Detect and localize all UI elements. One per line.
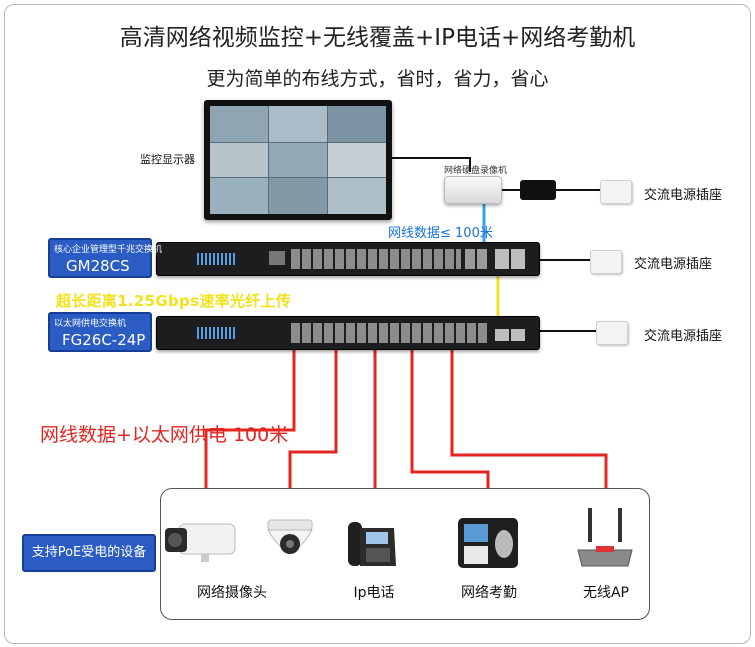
monitor-display-icon	[204, 100, 392, 220]
outlet-label-1: 交流电源插座	[644, 188, 723, 203]
poe-switch-icon	[156, 316, 540, 350]
poe-switch-caption: 以太网供电交换机	[54, 319, 127, 329]
dome-camera-icon	[267, 519, 313, 554]
poe-devices-badge: 支持PoE受电的设备	[22, 534, 156, 572]
core-switch-badge: 核心企业管理型千兆交换机 GM28CS	[48, 238, 162, 278]
device-label-camera: 网络摄像头	[197, 585, 267, 601]
power-adapter-icon	[520, 180, 556, 200]
monitor-label: 监控显示器	[140, 153, 195, 166]
diagram-title: 高清网络视频监控+无线覆盖+IP电话+网络考勤机	[119, 25, 636, 51]
device-label-ip-phone: Ip电话	[353, 585, 395, 601]
red-cable-bullet-camera	[204, 348, 296, 528]
poe-switch-badge: 以太网供电交换机 FG26C-24P	[48, 312, 152, 352]
poe-devices-group	[160, 488, 650, 620]
core-switch-icon	[156, 242, 540, 276]
fiber-label: 超长距离1.25Gbps速率光纤上传	[56, 292, 292, 310]
red-cable-wireless-ap	[450, 348, 608, 520]
device-label-attendance: 网络考勤	[461, 585, 517, 601]
nvr-label: 网络硬盘录像机	[444, 166, 508, 176]
power-outlet-icon	[590, 250, 622, 274]
core-switch-model: GM28CS	[66, 257, 130, 275]
ip-phone-icon	[348, 522, 396, 566]
poe-cable-label: 网线数据+以太网供电 100米	[40, 424, 289, 446]
poe-switch-model: FG26C-24P	[62, 331, 146, 349]
device-label-wireless-ap: 无线AP	[582, 585, 630, 601]
wireless-ap-icon	[577, 508, 633, 567]
monitor-nvr-cable	[392, 157, 471, 172]
bullet-camera-icon	[165, 523, 236, 562]
outlet-label-2: 交流电源插座	[634, 257, 713, 272]
diagram-subtitle: 更为简单的布线方式，省时，省力，省心	[206, 68, 549, 90]
power-outlet-icon	[596, 321, 628, 345]
outlet-label-3: 交流电源插座	[644, 329, 723, 344]
power-outlet-icon	[600, 180, 632, 204]
core-switch-caption: 核心企业管理型千兆交换机	[54, 245, 163, 255]
nvr-recorder-icon	[444, 176, 502, 204]
red-cable-dome-camera	[288, 348, 338, 520]
attendance-machine-icon	[458, 518, 518, 568]
cable-data-label: 网线数据≤ 100米	[388, 226, 493, 241]
